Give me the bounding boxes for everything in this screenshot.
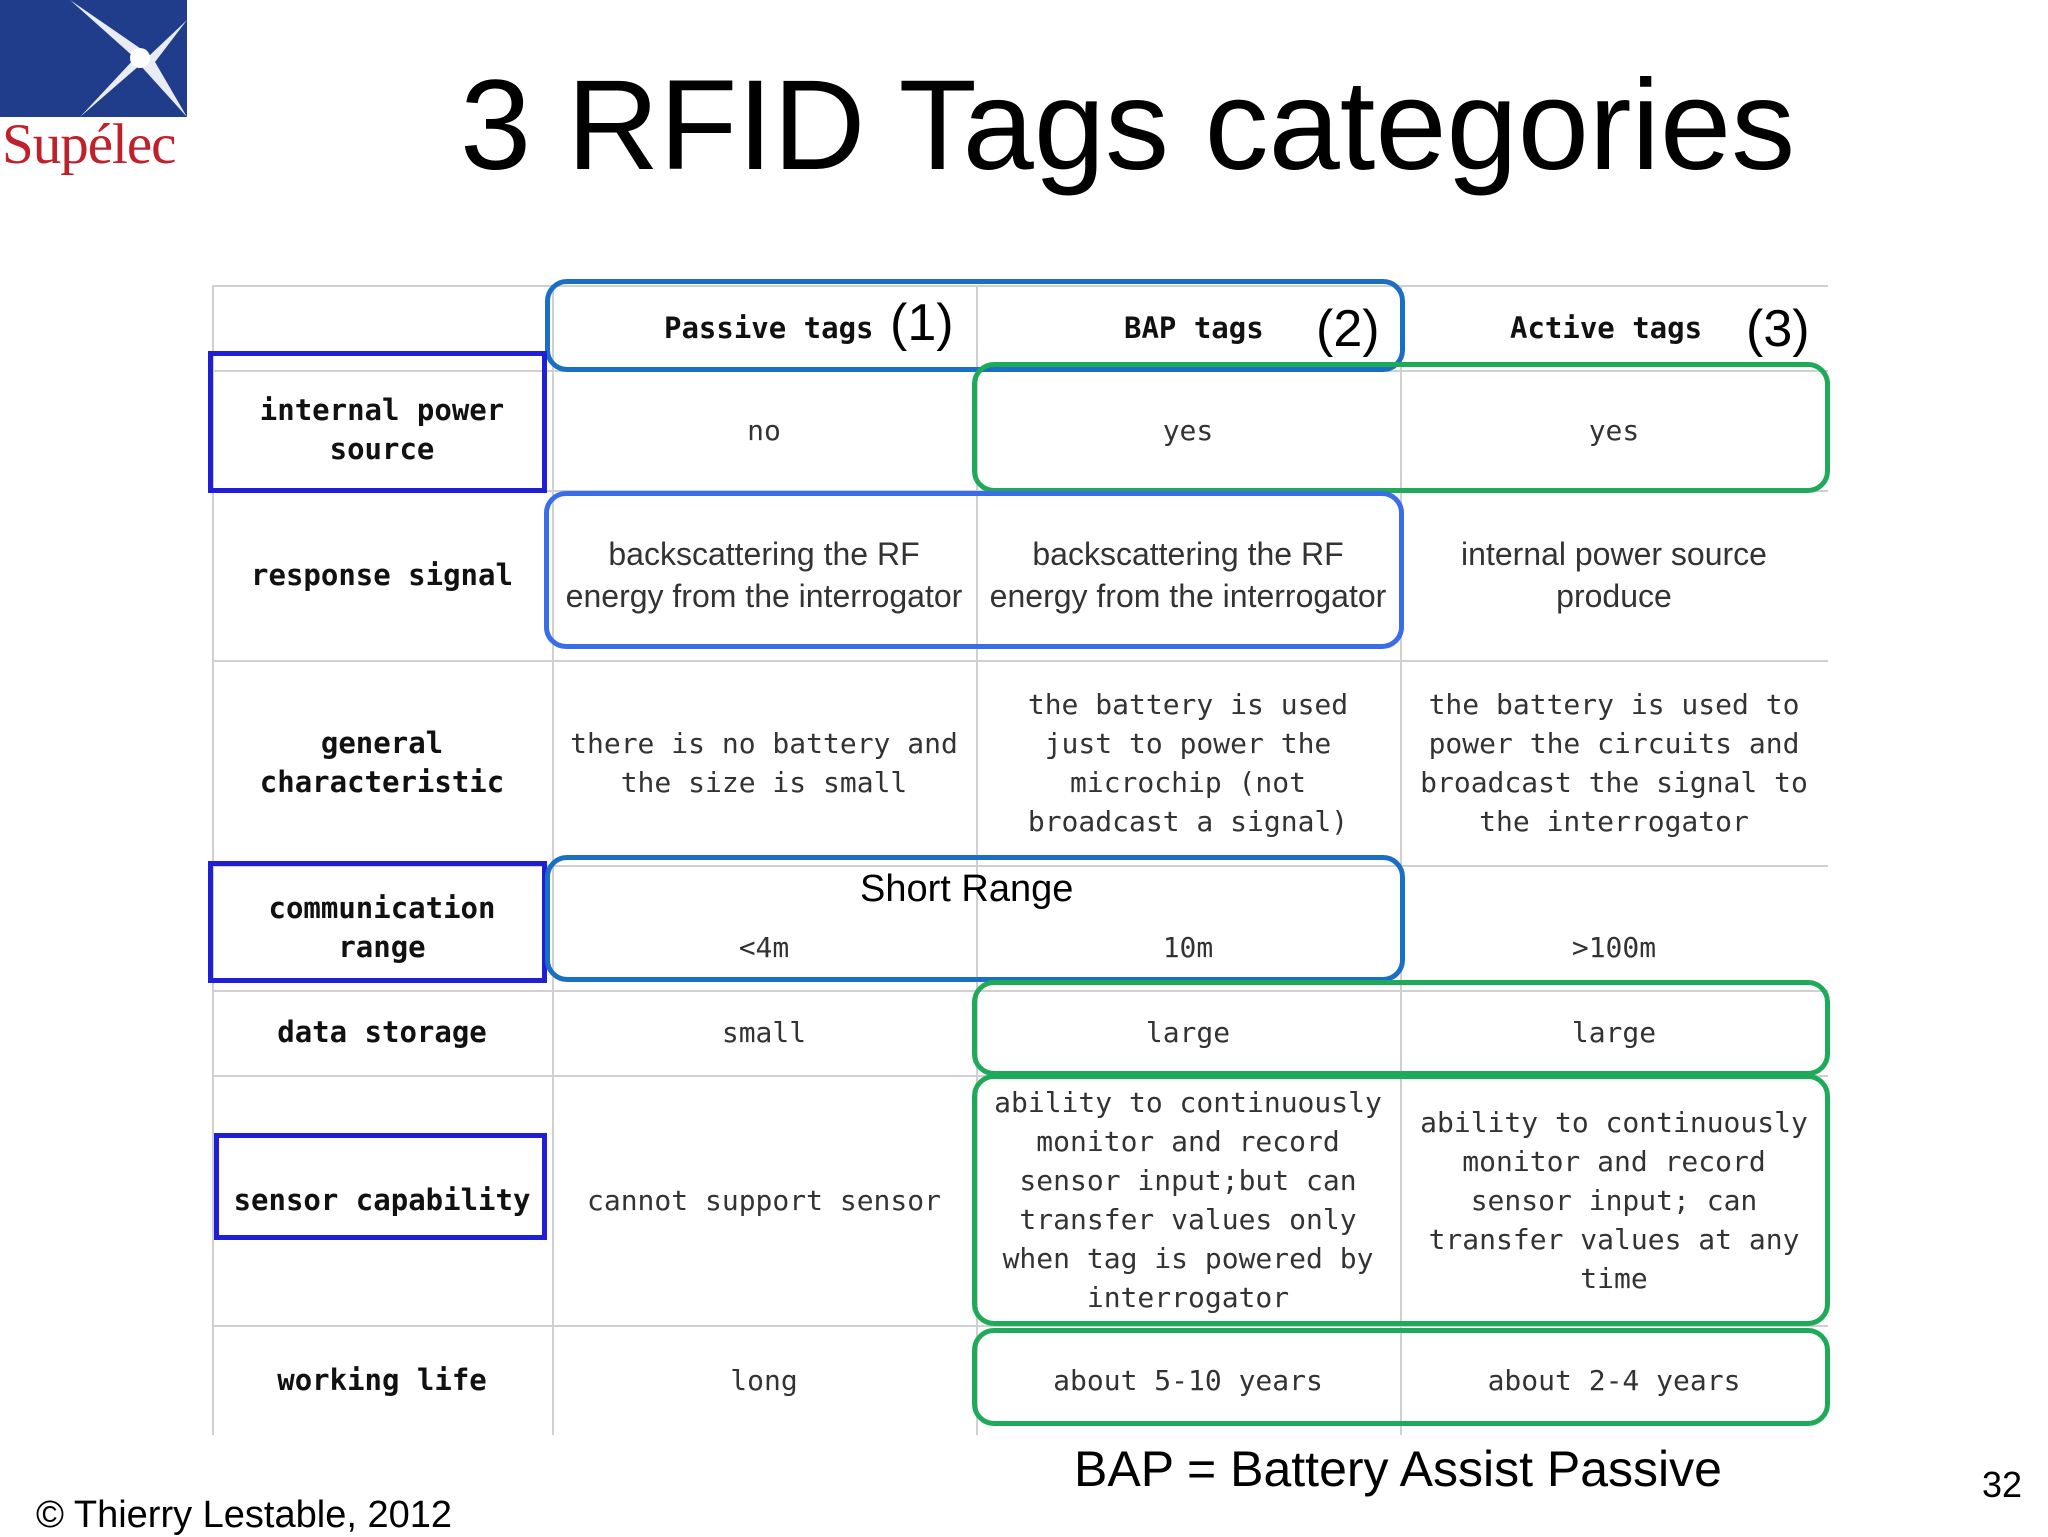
column-number-active: (3) (1746, 300, 1810, 358)
row-header-communication-range: communication range (268, 890, 496, 964)
table-cell: yes (1588, 413, 1640, 447)
copyright-footer: © Thierry Lestable, 2012 (36, 1494, 452, 1536)
row-header-data-storage: data storage (277, 1015, 487, 1049)
column-header-passive: Passive tags (552, 285, 976, 370)
table-cell: there is no battery and the size is smal… (570, 726, 958, 799)
row-header-response-signal: response signal (251, 557, 513, 592)
column-header-bap: BAP tags (976, 285, 1400, 370)
table-cell: ability to continuously monitor and reco… (994, 1086, 1382, 1314)
table-cell: backscattering the RF energy from the in… (989, 536, 1387, 614)
table-cell: small (721, 1016, 807, 1049)
row-header-sensor-capability: sensor capability (233, 1182, 531, 1217)
table-cell: cannot support sensor (586, 1183, 941, 1217)
column-number-passive: (1) (890, 294, 954, 352)
column-header-label: Active tags (1510, 310, 1703, 345)
table-cell: <4m (738, 931, 790, 964)
page-number: 32 (1982, 1464, 2023, 1505)
table-cell: no (747, 413, 781, 447)
table-cell: >100m (1571, 931, 1657, 964)
short-range-label: Short Range (860, 868, 1074, 910)
table-cell: about 2-4 years (1487, 1363, 1741, 1397)
row-header-working-life: working life (277, 1362, 487, 1397)
table-cell: long (730, 1363, 798, 1397)
supelec-logo: Supélec (0, 0, 210, 205)
column-header-label: BAP tags (1124, 310, 1264, 345)
bap-definition: BAP = Battery Assist Passive (1074, 1441, 1722, 1497)
table-cell: internal power source produce (1461, 536, 1767, 614)
logo-text: Supélec (2, 113, 176, 176)
logo-star-icon (0, 0, 187, 117)
table-cell: yes (1162, 413, 1214, 447)
column-header-active: Active tags (1400, 285, 1828, 370)
row-header-internal-power-source: internal power source (259, 393, 505, 466)
column-number-bap: (2) (1316, 300, 1380, 358)
table-cell: 10m (1162, 931, 1214, 964)
table-cell: the battery is used to power the circuit… (1420, 687, 1808, 838)
table-cell: ability to continuously monitor and reco… (1420, 1105, 1808, 1295)
column-header-label: Passive tags (664, 310, 874, 345)
table-cell: large (1145, 1016, 1231, 1049)
table-cell: about 5-10 years (1053, 1363, 1323, 1397)
row-header-general-characteristic: general characteristic (259, 725, 505, 799)
table-cell: backscattering the RF energy from the in… (565, 536, 963, 614)
slide-title: 3 RFID Tags categories (460, 54, 1796, 197)
table-cell: the battery is used just to power the mi… (1027, 687, 1349, 838)
table-cell: large (1571, 1016, 1657, 1049)
rfid-comparison-table: Passive tags (1) BAP tags (2) Active tag… (212, 285, 1828, 1435)
